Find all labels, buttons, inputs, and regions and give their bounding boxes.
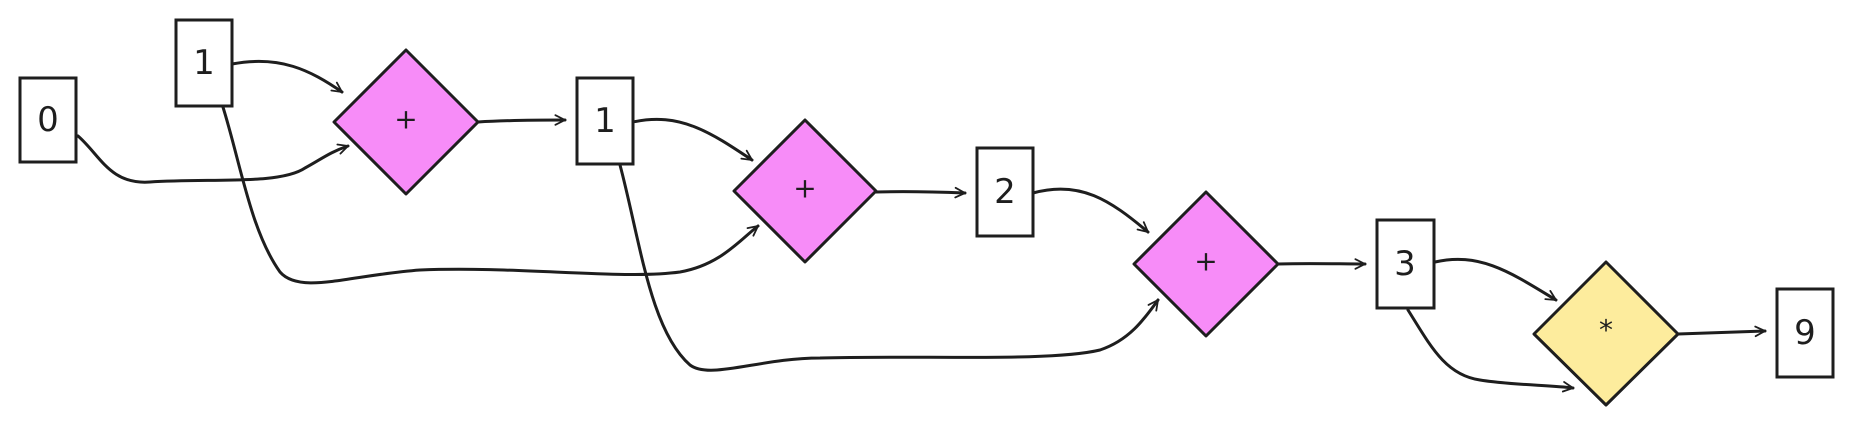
edge-n1-to-add2[interactable]	[220, 102, 760, 285]
operator-label: +	[1194, 245, 1217, 278]
value-node-1[interactable]: 1	[174, 18, 234, 108]
operator-label: *	[1599, 314, 1613, 347]
value-node-label: 1	[193, 43, 215, 83]
value-node-label: 9	[1794, 313, 1816, 353]
operator-label: +	[793, 172, 816, 205]
add-operator-node-1[interactable]: +	[332, 48, 480, 196]
value-node-label: 0	[37, 100, 59, 140]
edge-n2-to-add3[interactable]	[618, 163, 1160, 372]
add-operator-node-2[interactable]: +	[732, 118, 878, 264]
edge-n4-to-mul1-lower[interactable]	[1406, 308, 1575, 393]
value-node-5[interactable]: 9	[1775, 287, 1835, 379]
value-node-4[interactable]: 3	[1375, 218, 1436, 310]
value-node-2[interactable]: 1	[575, 76, 635, 166]
add-operator-node-3[interactable]: +	[1132, 190, 1280, 338]
value-node-label: 1	[594, 101, 616, 141]
edge-n2-to-add2[interactable]	[631, 117, 754, 162]
edge-n3-to-add3[interactable]	[1031, 187, 1150, 234]
operator-label: +	[394, 103, 417, 136]
value-node-0[interactable]: 0	[18, 76, 78, 164]
multiply-operator-node[interactable]: *	[1532, 260, 1680, 407]
edge-add1-to-n2[interactable]	[476, 114, 567, 126]
edge-add2-to-n3[interactable]	[874, 186, 967, 199]
edge-n4-to-mul1-upper[interactable]	[1433, 257, 1558, 302]
edge-n0-to-add1[interactable]	[76, 134, 350, 184]
value-node-3[interactable]: 2	[975, 146, 1035, 238]
edge-mul1-to-n5[interactable]	[1676, 325, 1767, 338]
edge-n1-to-add1[interactable]	[230, 59, 344, 94]
value-node-label: 2	[994, 172, 1016, 212]
value-node-label: 3	[1394, 244, 1416, 284]
